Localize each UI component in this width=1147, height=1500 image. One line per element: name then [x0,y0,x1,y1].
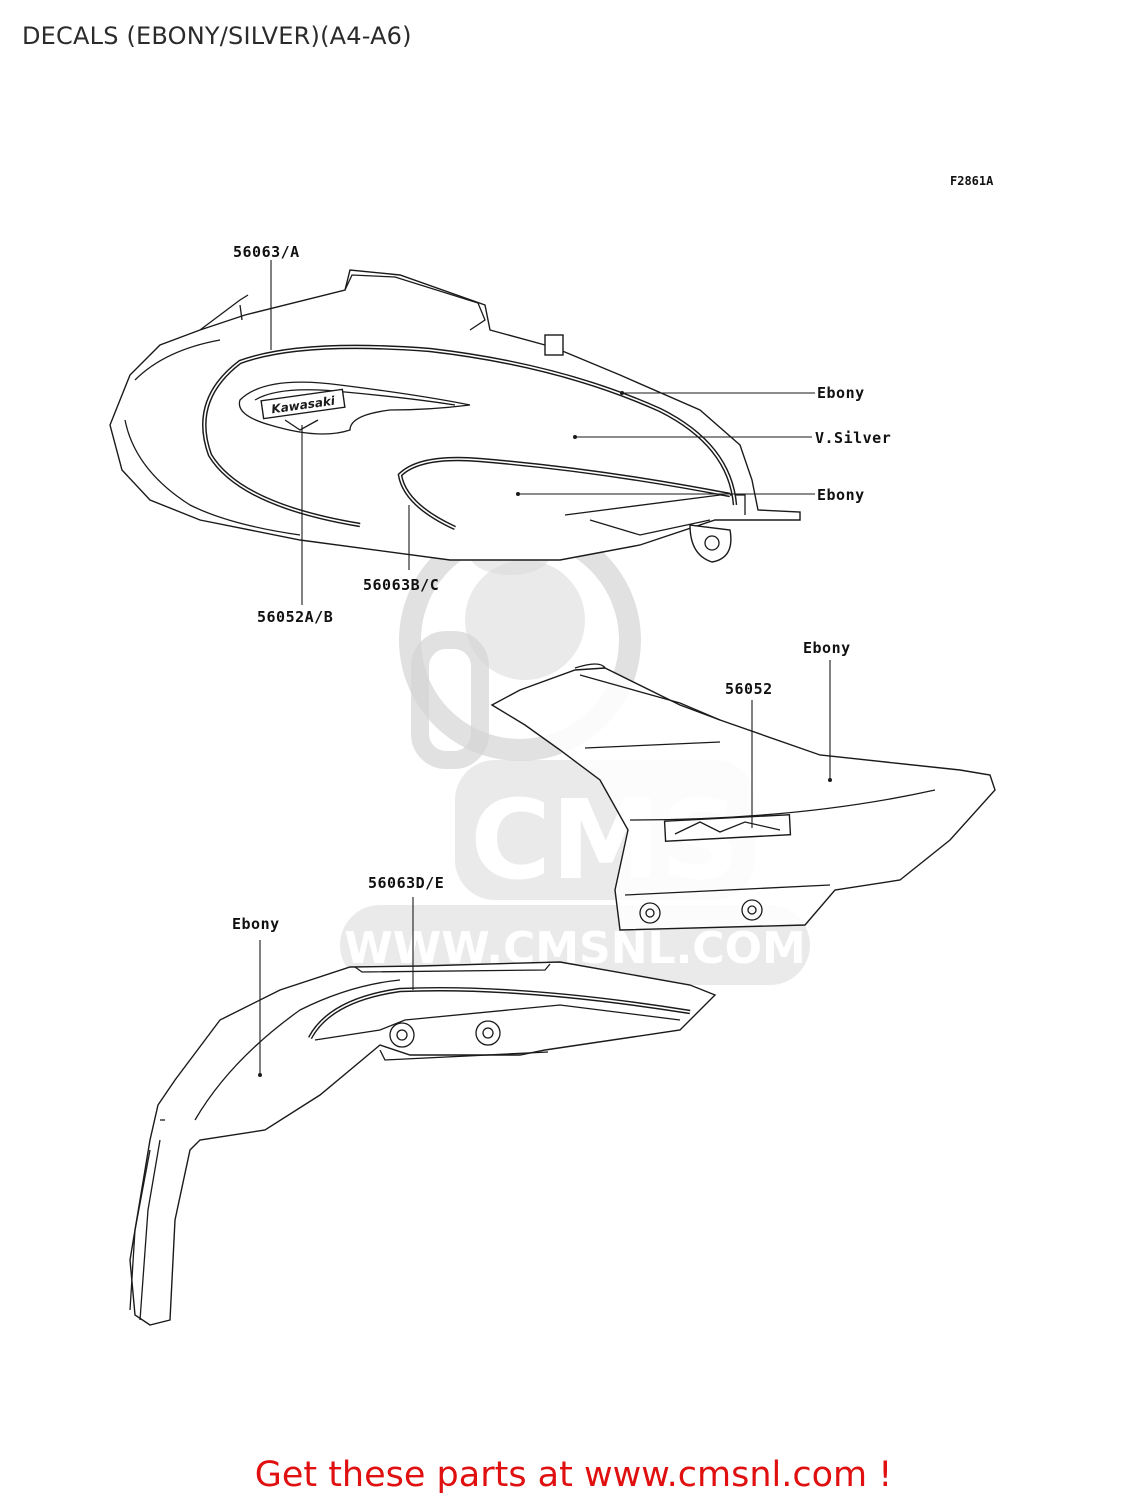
callout-side-cover-emblem: 56052 [725,680,773,698]
label-fender: Ebony [232,915,280,933]
footer-shop-link[interactable]: Get these parts at www.cmsnl.com ! [254,1455,893,1495]
label-tank-upper: Ebony [817,384,865,402]
side-cover-emblem [663,813,792,842]
fender-stripe-decal [308,986,691,1041]
parts-diagram: CMS WWW.CMSNL.COM F2861A [109,174,996,1326]
page-title: DECALS (EBONY/SILVER)(A4-A6) [22,22,412,50]
tank-emblem: Kawasaki [238,381,471,435]
tank-stripe-decal [202,344,738,528]
label-side-cover: Ebony [803,639,851,657]
callout-fender-stripe: 56063D/E [368,874,444,892]
tank-inner-stripe-decal [397,456,731,531]
label-tank-lower: Ebony [817,486,865,504]
fuel-tank: Kawasaki [109,260,815,605]
callout-tank-stripe: 56063/A [233,243,300,261]
label-tank-middle: V.Silver [815,429,891,447]
callout-tank-emblem: 56052A/B [257,608,333,626]
side-cover [490,660,996,931]
rear-fender [129,897,717,1326]
callout-tank-inner-stripe: 56063B/C [363,576,439,594]
figure-code: F2861A [950,174,994,188]
